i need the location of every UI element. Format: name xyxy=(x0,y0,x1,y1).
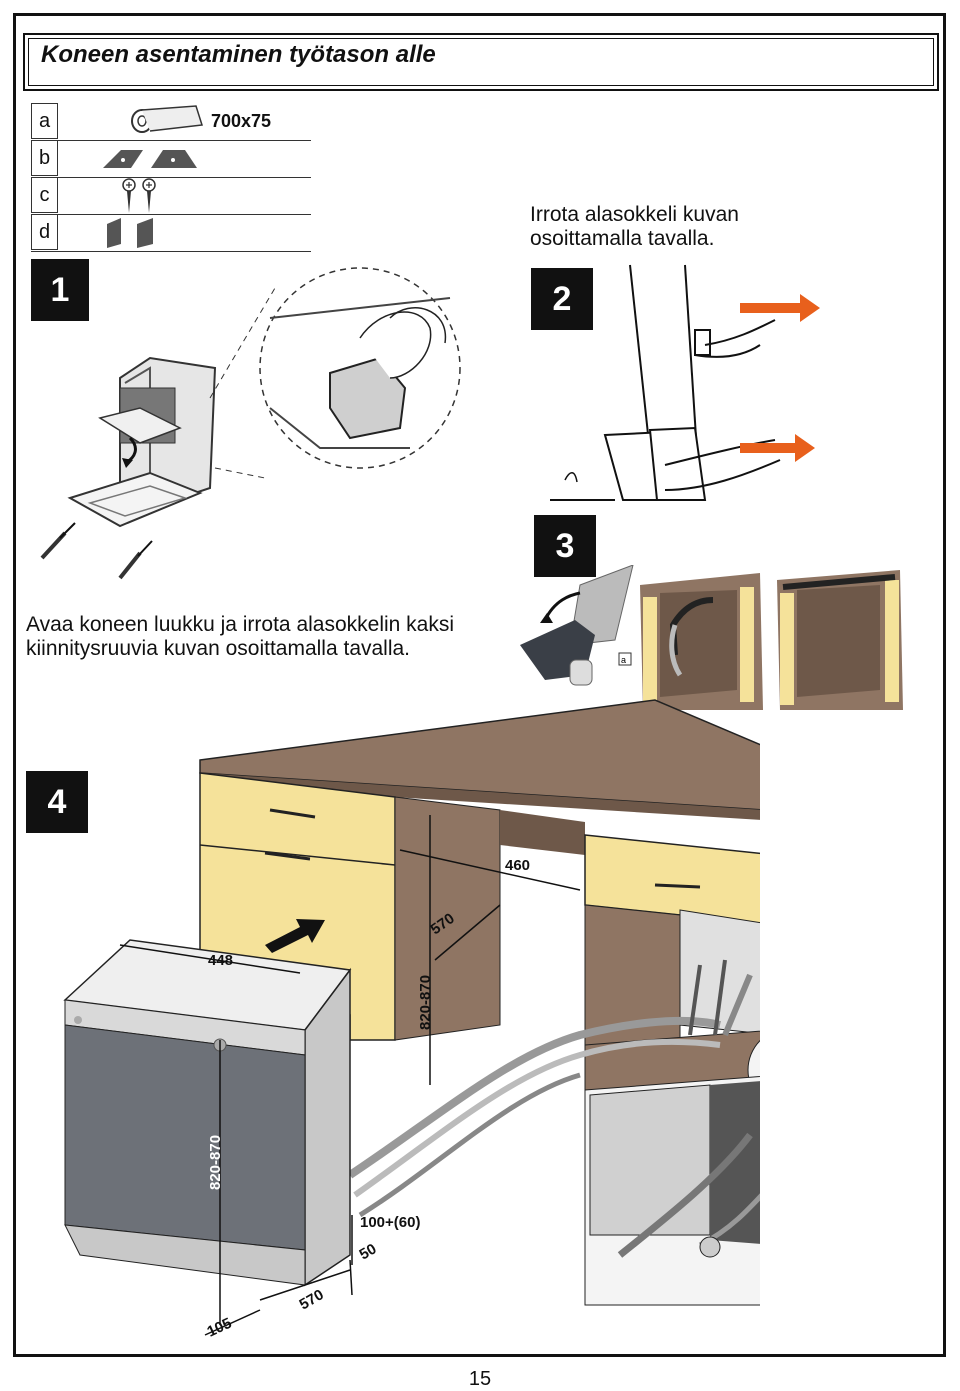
step-2-illustration xyxy=(550,264,820,501)
tape-strip-icon xyxy=(131,105,203,133)
parts-letter-a: a xyxy=(31,103,58,139)
step-3-callout: a xyxy=(621,655,626,665)
tape-size-label: 700x75 xyxy=(211,111,272,131)
screw-icon xyxy=(122,178,156,213)
parts-row-c: c xyxy=(31,177,311,215)
page-frame xyxy=(13,13,946,1357)
step-3-illustration: a xyxy=(520,565,903,710)
parts-row-d: d xyxy=(31,214,311,252)
dim-570-bottom: 570 xyxy=(297,1286,327,1313)
dim-105: 105 xyxy=(205,1315,235,1341)
page-number: 15 xyxy=(468,1368,492,1390)
parts-row-a: a 700x75 xyxy=(31,103,311,141)
page-title: Koneen asentaminen työtason alle xyxy=(41,41,436,68)
dim-100-60: 100+(60) xyxy=(360,1214,420,1231)
step-1-illustration xyxy=(40,267,461,580)
dim-820-870-cabinet: 820-870 xyxy=(417,975,434,1030)
dim-460: 460 xyxy=(505,857,530,874)
step-2-badge: 2 xyxy=(531,268,593,330)
parts-table: a 700x75 b c d xyxy=(31,103,311,252)
pad-icon xyxy=(107,218,153,248)
step-1-badge: 1 xyxy=(31,259,89,321)
title-box: Koneen asentaminen työtason alle xyxy=(23,33,939,91)
parts-letter-d: d xyxy=(31,214,58,250)
step-4-badge: 4 xyxy=(26,771,88,833)
parts-letter-b: b xyxy=(31,140,58,176)
dim-820-870-machine: 820-870 xyxy=(207,1135,224,1190)
bracket-icon xyxy=(103,150,197,168)
dim-50: 50 xyxy=(357,1240,380,1263)
step-3-badge: 3 xyxy=(534,515,596,577)
dim-448: 448 xyxy=(208,952,233,969)
step-1-caption: Avaa koneen luukku ja irrota alasokkelin… xyxy=(26,613,455,660)
title-inner-border xyxy=(28,38,934,86)
parts-row-b: b xyxy=(31,140,311,178)
step-2-caption: Irrota alasokkeli kuvan osoittamalla tav… xyxy=(530,203,739,250)
parts-letter-c: c xyxy=(31,177,58,213)
step-4-illustration: 460 570 448 820-870 820-870 100+(60) 50 … xyxy=(63,699,760,1341)
